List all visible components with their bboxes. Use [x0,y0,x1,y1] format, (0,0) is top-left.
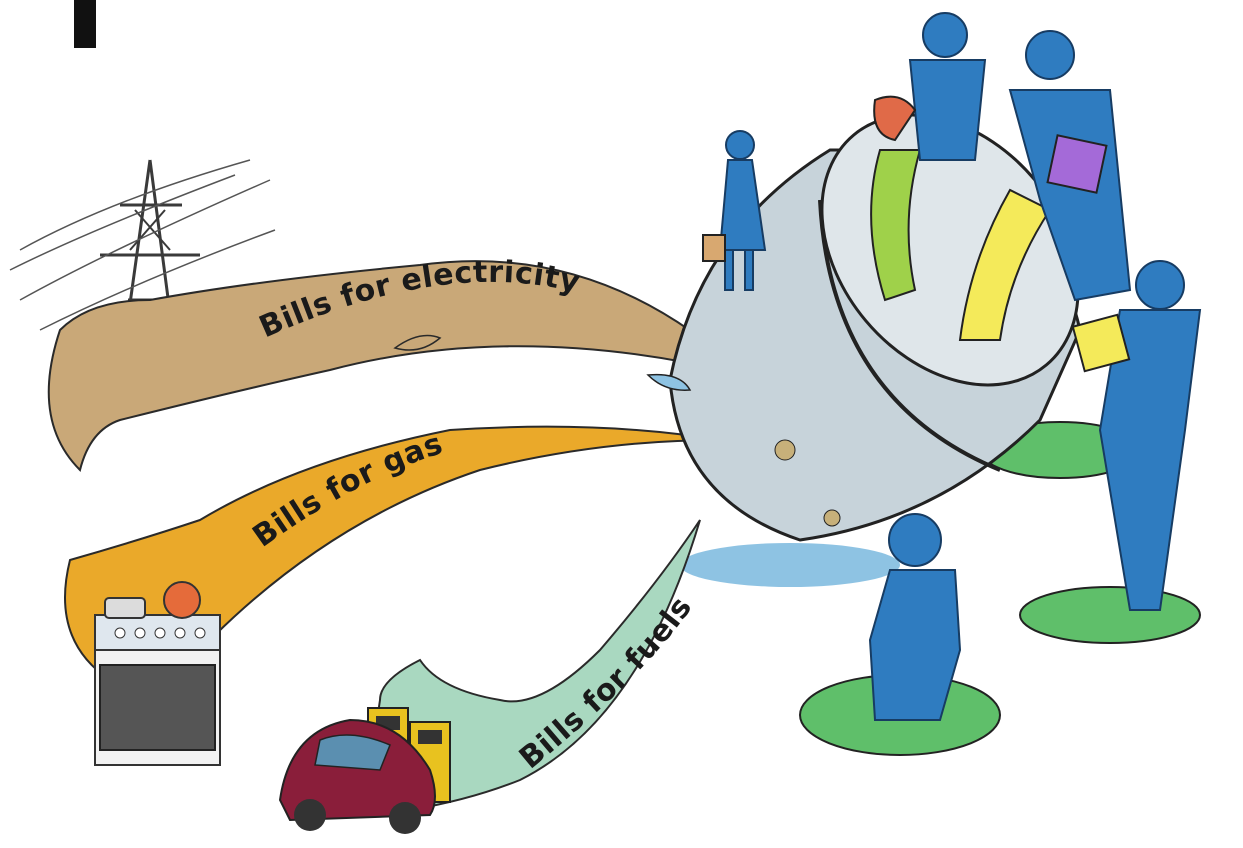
leaking-bucket-icon [668,113,1082,542]
child-person [718,130,767,291]
purple-cup-icon [1046,134,1108,194]
woman-pouring [1008,30,1132,302]
car-icon [278,718,436,834]
cropped-title-fragment [74,0,96,48]
fuels-bill-label: Bills for fuels [513,590,699,776]
orange-cup-icon [873,95,917,142]
yellow-cup-icon [1071,313,1131,373]
water-puddle [680,543,900,587]
gas-stove-icon [94,581,221,766]
ground-patch-right [1019,586,1201,644]
ponytail-person [1098,260,1202,611]
water-drop [646,373,692,391]
electricity-stream [47,260,749,472]
people-silhouettes [718,12,1202,721]
child-pail-icon [702,234,726,262]
man-pouring [908,12,987,161]
kneeling-person [868,513,962,721]
